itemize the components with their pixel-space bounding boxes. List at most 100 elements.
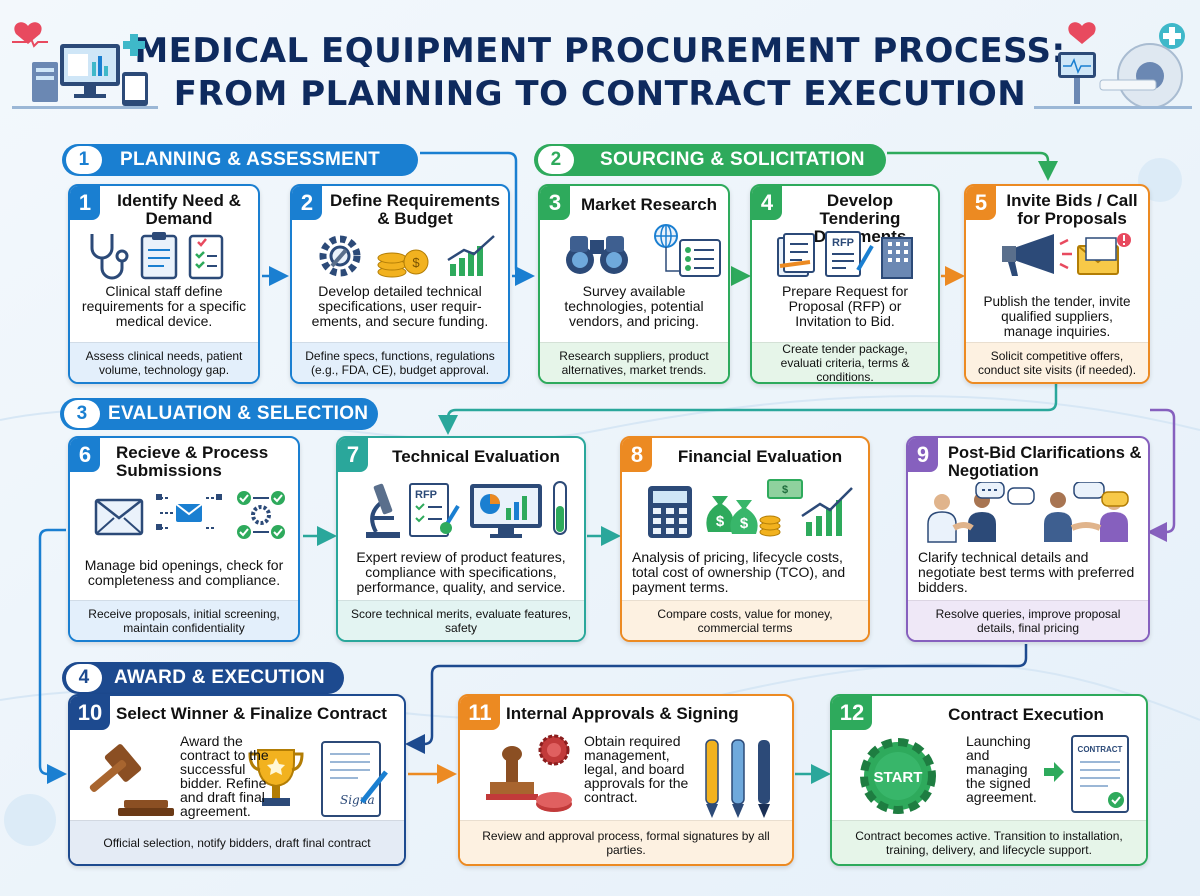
step-title: Market Research <box>580 195 718 214</box>
step-footnote: Define specs, functions, regulations (e.… <box>292 342 508 382</box>
binoculars-icon <box>566 236 628 274</box>
step-description: Expert review of product features, compl… <box>356 549 566 595</box>
svg-text:$: $ <box>412 255 420 270</box>
stethoscope-icon <box>90 234 129 280</box>
step-icons <box>566 224 721 277</box>
step-description: Survey available technologies, potential… <box>564 283 704 329</box>
mri-scanner-illustration-icon <box>1034 22 1192 109</box>
phase-label: PLANNING & ASSESSMENT <box>120 149 381 170</box>
step-icons <box>927 482 1129 543</box>
step-footnote: Compare costs, value for money, commerci… <box>622 600 868 640</box>
phase-number: 3 <box>64 400 100 428</box>
step-description: Analysis of pricing, lifecycle costs, to… <box>632 549 846 595</box>
step-number: 9 <box>908 438 938 472</box>
step-icons: RFP <box>366 481 567 538</box>
step-footnote: Score technical merits, evaluate feature… <box>338 600 584 640</box>
building-icon <box>881 237 913 279</box>
step-title: Recieve & Process Submissions <box>116 443 269 480</box>
patient-chart-icon <box>188 234 224 280</box>
network-icon <box>156 494 222 530</box>
step-icons: RFP <box>777 231 913 279</box>
step-title: Technical Evaluation <box>392 447 560 466</box>
pens-icon <box>705 739 770 818</box>
step-description: Develop detailed technical specification… <box>311 283 489 329</box>
step-footnote: Receive proposals, initial screening, ma… <box>70 600 298 640</box>
step-card-3: 3 Market Research Survey available techn… <box>538 184 730 384</box>
step-number: 2 <box>292 186 322 220</box>
step-icons <box>94 491 285 539</box>
arrow-icon <box>1044 762 1064 782</box>
phase-banner-planning: 1 PLANNING & ASSESSMENT <box>62 144 418 176</box>
coins-icon: $ <box>377 249 429 278</box>
step-footnote: Assess clinical needs, patient volume, t… <box>70 342 258 382</box>
step-card-8: 8 Financial Evaluation $$ $ Analysis of … <box>620 436 870 642</box>
step-footnote: Create tender package, evaluati criteria… <box>752 342 938 382</box>
step-icons <box>90 232 224 280</box>
svg-text:START: START <box>874 769 923 786</box>
step-card-5: 5 Invite Bids / Call for Proposals Publi… <box>964 184 1150 384</box>
step-number: 3 <box>540 186 570 220</box>
step-description: Award the contract to the successful bid… <box>180 733 269 819</box>
step-icons: $$ $ <box>648 479 853 538</box>
rfp-document-icon: RFP <box>825 231 874 277</box>
step-title: Select Winner & Finalize Contract <box>116 704 387 723</box>
growth-chart-icon <box>447 235 495 276</box>
step-number: 10 <box>70 696 110 730</box>
monitor-chart-icon <box>470 484 542 538</box>
gavel-icon <box>89 744 174 816</box>
step-number: 4 <box>752 186 782 220</box>
globe-icon <box>654 224 678 248</box>
phase-label: SOURCING & SOLICITATION <box>600 149 865 170</box>
svg-text:$: $ <box>740 515 749 532</box>
calculator-icon <box>648 486 692 538</box>
step-card-9: 9 Post-Bid Clarifications & Negotiation … <box>906 436 1150 642</box>
step-card-4: 4 Develop Tendering Documents RFP Prepar… <box>750 184 940 384</box>
checklist-icon <box>237 491 285 539</box>
handshake-icon <box>927 492 1128 543</box>
title-line-1: MEDICAL EQUIPMENT PROCUREMENT PROCESS: <box>134 31 1066 71</box>
start-gear-icon: START <box>860 738 936 814</box>
gear-wrench-icon <box>319 235 361 277</box>
step-card-12: 12 Contract Execution START CONTRACT Lau… <box>830 694 1148 866</box>
computer-illustration-icon <box>12 22 158 109</box>
step-card-1: 1 Identify Need & Demand Clinical staff … <box>68 184 260 384</box>
step-number: 12 <box>832 696 872 730</box>
microscope-icon <box>366 483 400 538</box>
step-number: 5 <box>966 186 996 220</box>
step-number: 7 <box>338 438 368 472</box>
signed-document-icon: Signa <box>321 741 388 817</box>
phase-label: EVALUATION & SELECTION <box>108 403 369 424</box>
step-card-7: 7 Technical Evaluation RFP Expert review… <box>336 436 586 642</box>
step-description: Prepare Request for Proposal (RFP) or In… <box>781 283 909 329</box>
test-tube-icon <box>553 481 567 535</box>
step-description: Publish the tender, invite qualified sup… <box>983 294 1131 339</box>
step-title: Post-Bid Clarifications & Negotiation <box>948 444 1142 480</box>
clipboard-icon <box>140 232 178 280</box>
step-footnote: Solicit competitive offers, conduct site… <box>966 342 1148 382</box>
phase-number: 1 <box>66 146 102 174</box>
step-footnote: Research suppliers, product alternatives… <box>540 342 728 382</box>
step-description: Launching and managing the signed agreem… <box>966 733 1037 805</box>
step-footnote: Contract becomes active. Transition to i… <box>832 820 1146 864</box>
step-number: 1 <box>70 186 100 220</box>
step-icons <box>1002 233 1131 276</box>
step-description: Clinical staff define requirements for a… <box>81 283 247 329</box>
page-title: MEDICAL EQUIPMENT PROCUREMENT PROCESS: F… <box>120 30 1080 116</box>
trophy-icon <box>248 749 304 806</box>
step-description: Obtain required management, legal, and b… <box>584 733 689 805</box>
stamp-icon <box>486 746 538 800</box>
contract-document-icon: CONTRACT <box>1071 735 1129 813</box>
phase-banner-sourcing: 2 SOURCING & SOLICITATION <box>534 144 886 176</box>
documents-icon <box>777 233 815 277</box>
step-title: Identify Need & Demand <box>117 191 241 228</box>
speech-bubbles-icon <box>975 482 1129 507</box>
step-card-10: 10 Select Winner & Finalize Contract Sig… <box>68 694 406 866</box>
step-icons: START CONTRACT <box>860 735 1129 814</box>
phase-banner-evaluation: 3 EVALUATION & SELECTION <box>60 398 378 430</box>
step-card-11: 11 Internal Approvals & Signing Obtain r… <box>458 694 794 866</box>
step-number: 6 <box>70 438 100 472</box>
rfp-document-icon: RFP <box>409 483 460 537</box>
phase-number: 2 <box>538 146 574 174</box>
